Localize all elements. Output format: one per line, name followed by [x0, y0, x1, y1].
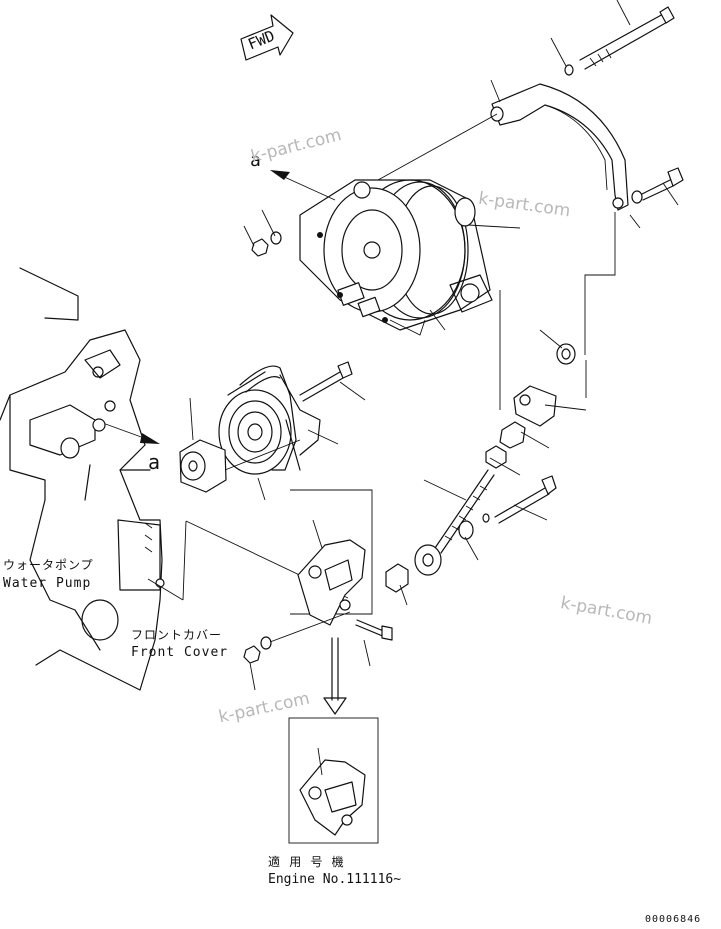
nut-washer-lower [243, 636, 272, 664]
pulley-icon [218, 371, 321, 475]
bolt-lower-right [458, 475, 557, 540]
callout-leaders [189, 0, 679, 776]
bracket-icon [490, 83, 629, 211]
connection-lines [224, 113, 616, 471]
adjust-block [513, 385, 557, 427]
water-pump-label-jp: ウォータポンプ [3, 558, 94, 572]
a-arrow-head-lower [140, 433, 160, 444]
drawing-number: 00006846 [645, 914, 702, 925]
engine-block [0, 267, 165, 691]
applicable-label-en: Engine No.111116~ [268, 872, 402, 887]
spacer-right-top [556, 343, 576, 365]
front-cover-label-en: Front Cover [131, 645, 229, 660]
pulley-bolt [299, 361, 353, 402]
alternator-a-leader [279, 174, 336, 201]
alternator-icon [299, 179, 493, 336]
long-bolt-top [579, 6, 675, 70]
front-cover-label-jp: フロントカバー [131, 628, 223, 642]
alt-bracket-box [288, 717, 379, 844]
applicable-label-jp: 適 用 号 機 [268, 855, 345, 869]
adjust-rod [414, 469, 495, 576]
lower-bracket-icon [297, 539, 366, 626]
belt-icon [239, 365, 297, 471]
washer-top [564, 64, 574, 76]
spacer-hub [179, 439, 227, 493]
spacer-right-mid [499, 421, 526, 449]
water-pump-label-en: Water Pump [3, 576, 92, 591]
nut-right-mid [485, 445, 507, 469]
a-arrow-head-upper [270, 170, 290, 180]
nut-washer-left [251, 231, 282, 257]
lower-leader-line [269, 611, 351, 643]
view-marker-a-upper: a [250, 150, 261, 171]
fwd-arrow-icon [240, 14, 294, 61]
down-arrow-icon [323, 637, 347, 715]
bolt-upper-right [631, 167, 684, 204]
view-marker-a-lower: a [148, 450, 161, 474]
bolt-lower-center [355, 619, 393, 641]
spacer-lower [385, 563, 409, 593]
